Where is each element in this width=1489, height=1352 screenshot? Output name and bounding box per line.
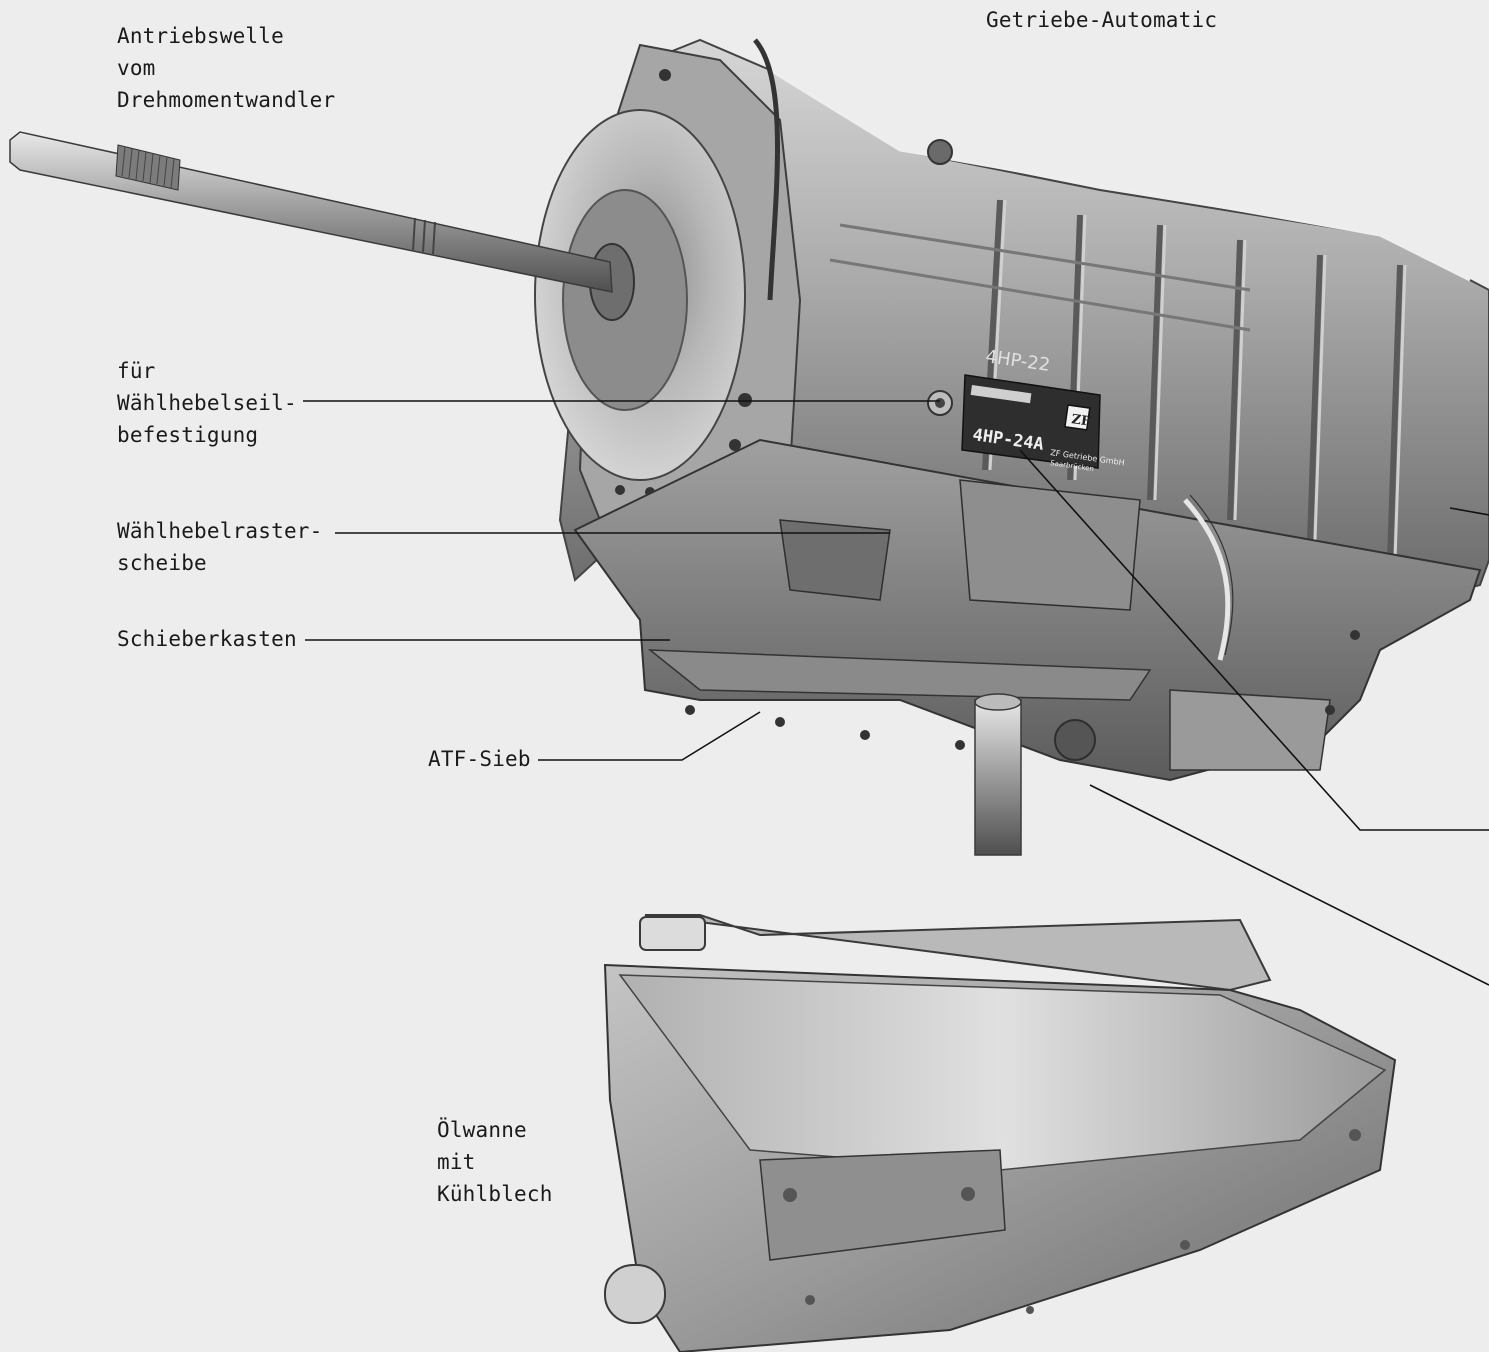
leader-lines: [303, 400, 1489, 986]
title-label: Getriebe-Automatic: [986, 8, 1218, 32]
label-atf-sieb: ATF-Sieb: [428, 747, 531, 771]
valve-body: [573, 390, 1482, 856]
leader-right-upper: [1449, 507, 1489, 516]
leader-right-lower: [1089, 784, 1489, 986]
label-oelwanne: Ölwanne mit Kühlblech: [437, 1118, 553, 1206]
oil-pan: [603, 914, 1397, 1352]
zf-logo: ZF: [1070, 412, 1091, 430]
input-shaft: [9, 131, 613, 293]
label-antriebswelle: Antriebswelle vom Drehmomentwandler: [117, 24, 336, 112]
leader-atf-sieb: [538, 711, 761, 761]
label-waehlhebelseil: für Wählhebelseil- befestigung: [117, 359, 297, 447]
label-rasterscheibe: Wählhebelraster- scheibe: [117, 519, 323, 575]
label-schieberkasten: Schieberkasten: [117, 627, 297, 651]
torque-converter: [534, 109, 746, 481]
leader-right-middle: [1019, 449, 1489, 831]
